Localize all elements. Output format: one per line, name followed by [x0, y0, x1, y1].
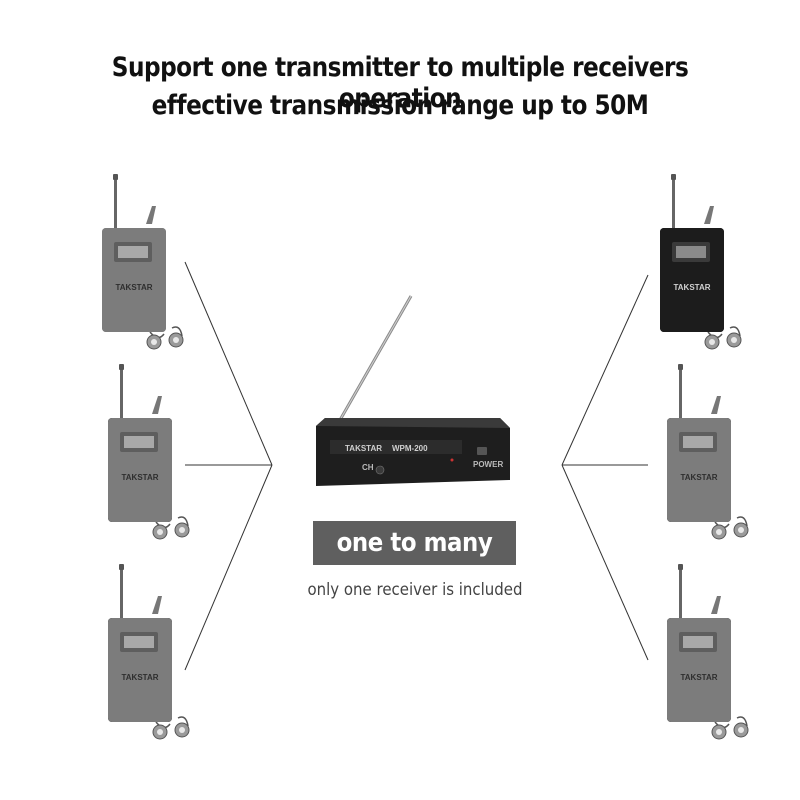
- receiver-right-top: TAKSTAR: [659, 173, 742, 350]
- channel-knob: [375, 465, 385, 475]
- connector-lines: [184, 261, 649, 671]
- headline-line-2: effective transmission range up to 50M: [151, 90, 649, 121]
- receiver-logo: TAKSTAR: [680, 473, 717, 482]
- receiver-logo: TAKSTAR: [673, 283, 710, 292]
- banner-label: one to many: [336, 528, 493, 558]
- receiver-left-top: TAKSTAR: [101, 173, 184, 350]
- transmitter-model: WPM-200: [392, 444, 428, 453]
- receiver-left-middle: TAKSTAR: [107, 363, 190, 540]
- receiver-note: only one receiver is included: [307, 580, 523, 600]
- receiver-logo: TAKSTAR: [121, 473, 158, 482]
- line-right-top: [561, 274, 649, 466]
- line-right-bottom: [561, 464, 649, 661]
- receiver-right-middle: TAKSTAR: [666, 363, 749, 540]
- power-label: POWER: [473, 460, 503, 469]
- receiver-right-bottom: TAKSTAR: [666, 563, 749, 740]
- transmitter: TAKSTAR WPM-200 POWER CH: [316, 295, 510, 486]
- one-to-many-banner: one to many: [313, 521, 516, 565]
- headline-line-1: Support one transmitter to multiple rece…: [111, 52, 689, 114]
- receiver-logo: TAKSTAR: [115, 283, 152, 292]
- receiver-logo: TAKSTAR: [680, 673, 717, 682]
- power-button: [477, 447, 487, 455]
- power-led: [450, 458, 454, 462]
- receiver-left-bottom: TAKSTAR: [107, 563, 190, 740]
- line-left-top: [184, 261, 273, 466]
- ch-label: CH: [362, 463, 374, 472]
- transmitter-logo: TAKSTAR: [345, 444, 382, 453]
- line-left-bottom: [184, 464, 273, 671]
- receiver-logo: TAKSTAR: [121, 673, 158, 682]
